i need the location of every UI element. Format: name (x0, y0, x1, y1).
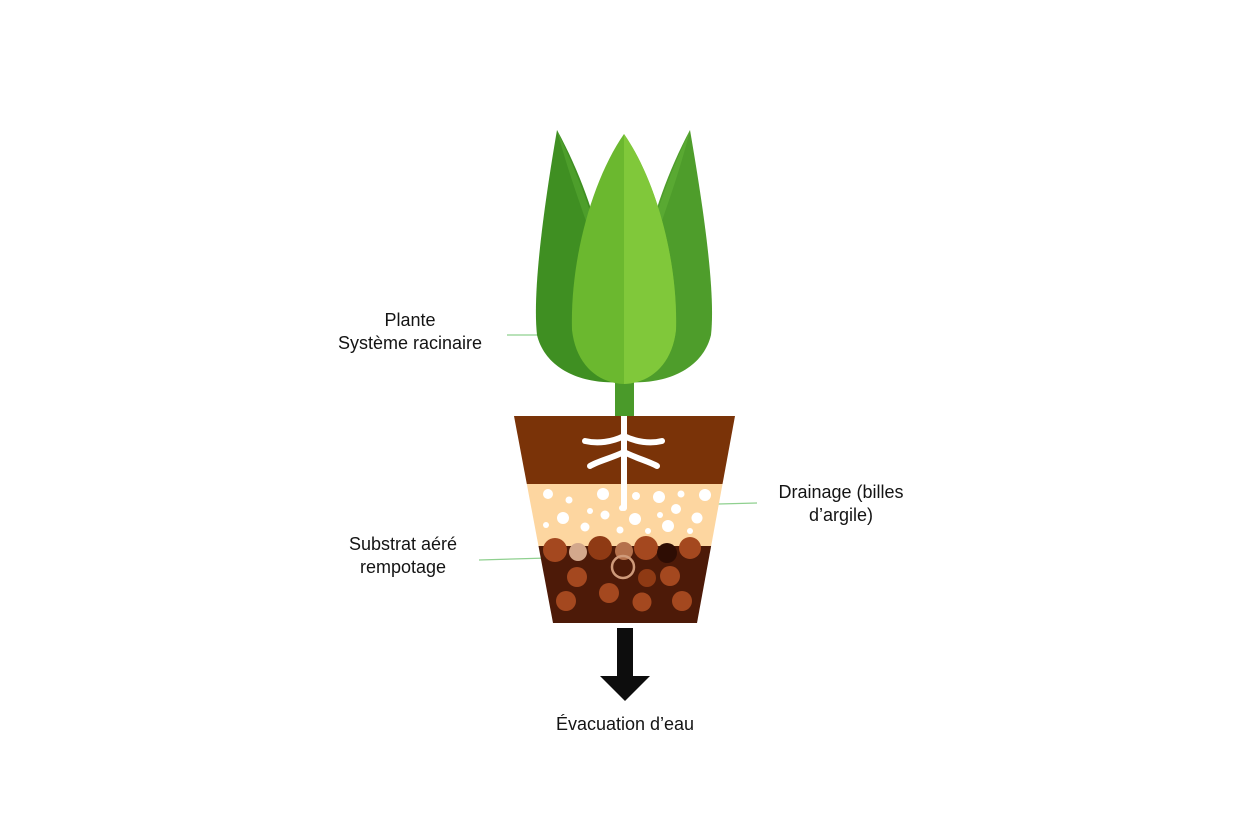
label-plant-line1: Plante (384, 310, 436, 330)
label-drainage: Drainage (billes d’argile) (756, 481, 926, 527)
leader-line-substrate (478, 557, 549, 561)
label-substrate-line2: rempotage (359, 557, 447, 577)
label-water-drainage: Évacuation d’eau (490, 713, 760, 736)
roots (582, 416, 665, 511)
label-substrate-line1: Substrat aéré (348, 534, 458, 554)
drainage-dots (543, 488, 711, 534)
arrow-down-icon (600, 628, 650, 701)
label-drainage-line2: d’argile) (808, 505, 874, 525)
clay-balls (543, 536, 701, 612)
label-drainage-line1: Drainage (billes (778, 482, 904, 502)
label-water-text: Évacuation d’eau (555, 714, 695, 734)
flower-pot-icon (514, 416, 735, 623)
plant-leaves-icon (535, 130, 713, 418)
label-plant-line2: Système racinaire (337, 333, 483, 353)
label-substrate: Substrat aéré rempotage (318, 533, 488, 579)
leaf-center-highlight (624, 134, 677, 384)
label-plant: Plante Système racinaire (300, 309, 520, 355)
